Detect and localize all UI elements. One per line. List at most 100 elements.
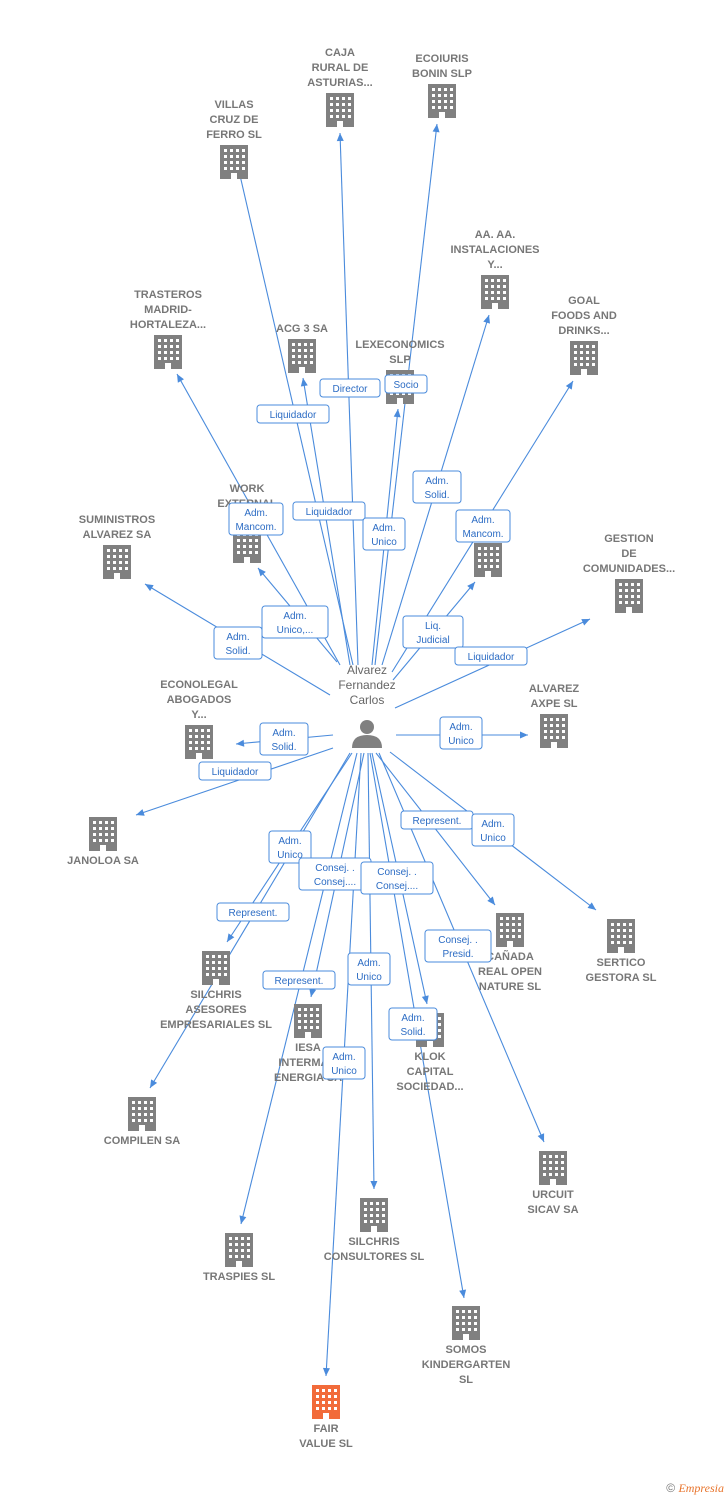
company-node-trasteros[interactable]: TRASTEROSMADRID-HORTALEZA... — [130, 289, 206, 369]
edge-label-gestion[interactable]: Liquidador — [454, 646, 528, 666]
edge-label-econolegal[interactable]: Adm.Solid. — [259, 722, 309, 756]
company-node-econolegal[interactable]: ECONOLEGALABOGADOSY... — [160, 679, 238, 759]
edge-label-traspies[interactable]: Represent. — [262, 970, 336, 990]
company-name-line: SICAV SA — [527, 1204, 578, 1216]
company-name-line: ALVAREZ — [529, 683, 580, 695]
edge-label-urcuit[interactable]: Consej. .Presid. — [424, 929, 492, 963]
edge-label-text: Unico — [371, 537, 397, 548]
edge-label-box — [454, 646, 528, 666]
edge-arrowhead — [459, 1289, 467, 1298]
edge-label-acg3[interactable]: Liquidador — [292, 501, 366, 521]
edge-label-suministros[interactable]: Adm.Solid. — [213, 626, 263, 660]
company-node-klok[interactable]: KLOKCAPITALSOCIEDAD... — [396, 1013, 464, 1093]
edge-label-ecoiuris[interactable]: Socio — [384, 374, 428, 394]
edge-label-canada[interactable]: Represent. — [400, 810, 474, 830]
company-node-gestion[interactable]: GESTIONDECOMUNIDADES... — [583, 533, 675, 613]
edge-label-janoloa[interactable]: Liquidador — [198, 761, 272, 781]
company-name-line: ASTURIAS... — [307, 77, 372, 89]
edge-label-lexeconomics[interactable]: Adm.Unico — [362, 517, 406, 551]
edge-label-text: Unico — [331, 1066, 357, 1077]
edge-label-text: Liquidador — [212, 767, 259, 778]
edge-label-somos[interactable]: Consej. .Consej.... — [360, 861, 434, 895]
edge-label-text: Presid. — [442, 949, 473, 960]
edge-line — [135, 747, 334, 816]
edge-label-text: Adm. — [283, 611, 306, 622]
edge-label-iesa[interactable]: Adm.Unico — [347, 952, 391, 986]
edge-label-work[interactable]: Adm.Mancom. — [228, 502, 284, 536]
company-node-aa-instalaciones[interactable]: AA. AA.INSTALACIONESY... — [450, 229, 540, 309]
edge-label-aa[interactable]: Adm.Solid. — [412, 470, 462, 504]
company-name-line: GOAL — [568, 295, 600, 307]
company-name-line: CRUZ DE — [210, 114, 259, 126]
company-name-line: BONIN SLP — [412, 68, 472, 80]
company-node-acg3[interactable]: ACG 3 SA — [276, 323, 328, 373]
edge-label-box — [471, 813, 515, 847]
edge-label-goal[interactable]: Adm. Mancom. — [455, 509, 511, 543]
edge-label-text: Solid. — [400, 1027, 425, 1038]
company-name-line: ECONOLEGAL — [160, 679, 238, 691]
edge-label-text: Adm. — [471, 515, 494, 526]
edge-label-unnamed[interactable]: Liq.Judicial — [402, 615, 464, 649]
edge-label-box — [412, 470, 462, 504]
company-node-compilen[interactable]: COMPILEN SA — [104, 1097, 180, 1147]
building-icon — [185, 725, 213, 759]
edge-arrowhead — [520, 731, 528, 739]
edge-arrowhead — [300, 378, 308, 387]
edge-label-box — [268, 830, 312, 864]
company-node-unnamed-right[interactable] — [474, 543, 502, 577]
company-node-janoloa[interactable]: JANOLOA SA — [67, 817, 139, 867]
company-name-line: IESA — [295, 1042, 321, 1054]
edge-label-trasteros[interactable]: Adm.Unico,... — [261, 605, 329, 639]
building-icon — [607, 919, 635, 953]
company-name-line: SILCHRIS — [190, 989, 241, 1001]
edge-label-fair[interactable]: Adm.Unico — [322, 1046, 366, 1080]
building-icon — [202, 951, 230, 985]
company-name-line: CAJA — [325, 47, 355, 59]
company-node-traspies[interactable]: TRASPIES SL — [203, 1233, 275, 1283]
edge-label-text: Consej. . — [377, 867, 416, 878]
company-name-line: ABOGADOS — [167, 694, 232, 706]
edge-label-text: Consej.... — [314, 877, 356, 888]
brand-logo[interactable]: Empresia — [678, 1481, 724, 1495]
edge-label-box — [402, 615, 464, 649]
edge-arrowhead — [537, 1133, 545, 1142]
edge-label-text: Judicial — [416, 635, 449, 646]
building-icon — [615, 579, 643, 613]
edge-label-text: Adm. — [357, 958, 380, 969]
edge-label-silchris-asesores[interactable]: Represent. — [216, 902, 290, 922]
edge-label-villas[interactable]: Liquidador — [256, 404, 330, 424]
building-icon — [326, 93, 354, 127]
company-name-line: EMPRESARIALES SL — [160, 1019, 272, 1031]
building-icon — [89, 817, 117, 851]
company-name-line: TRASPIES SL — [203, 1271, 275, 1283]
building-icon — [225, 1233, 253, 1267]
edge-label-caja[interactable]: Director — [319, 378, 381, 398]
edge-label-text: Represent. — [275, 976, 324, 987]
edge-label-silchris-consultores[interactable]: Consej. .Consej.... — [298, 857, 372, 891]
edge-label-text: Adm. — [226, 632, 249, 643]
edge-label-alvarez-axpe[interactable]: Adm.Unico — [439, 716, 483, 750]
edge-label-text: Mancom. — [462, 529, 503, 540]
edge-label-compilen[interactable]: Adm.Unico — [268, 830, 312, 864]
edge-label-sertico[interactable]: Adm.Unico — [471, 813, 515, 847]
company-name-line: KINDERGARTEN — [422, 1359, 511, 1371]
footer: © Empresia — [666, 1481, 724, 1496]
edge-arrowhead — [581, 619, 590, 626]
edge-label-klok[interactable]: Adm.Solid. — [388, 1007, 438, 1041]
edge-label-text: Liquidador — [270, 410, 317, 421]
